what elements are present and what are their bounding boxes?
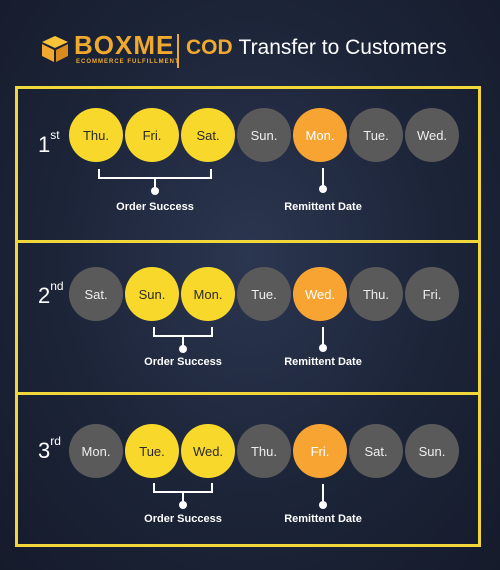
brand-tagline: ECOMMERCE FULFILLMENT [76, 59, 180, 65]
day-circle: Sun. [237, 108, 291, 162]
brand-name: BOXME [74, 30, 175, 60]
day-circle: Thu. [349, 267, 403, 321]
title-cod: COD [186, 36, 233, 59]
order-stem [182, 493, 184, 503]
remittent-date-label: Remittent Date [284, 201, 362, 213]
day-circle: Tue. [125, 424, 179, 478]
remit-dot [319, 501, 327, 509]
box-logo-icon [42, 36, 68, 62]
day-circle: Tue. [349, 108, 403, 162]
day-circle: Thu. [69, 108, 123, 162]
title-rest: Transfer to Customers [238, 36, 447, 59]
day-circle: Sun. [405, 424, 459, 478]
order-success-label: Order Success [144, 513, 222, 525]
page-title: COD Transfer to Customers [186, 36, 447, 60]
day-circle: Sun. [125, 267, 179, 321]
ordinal-2: 2nd [38, 279, 64, 308]
day-circle: Sat. [181, 108, 235, 162]
remit-stem [322, 168, 324, 186]
day-circle: Mon. [69, 424, 123, 478]
order-dot [179, 501, 187, 509]
day-circle: Mon. [181, 267, 235, 321]
day-circle: Sat. [349, 424, 403, 478]
header-divider [177, 34, 179, 68]
day-circle: Fri. [405, 267, 459, 321]
remit-dot [319, 344, 327, 352]
order-bracket [153, 327, 213, 337]
day-circle: Wed. [293, 267, 347, 321]
day-circle: Wed. [181, 424, 235, 478]
order-success-label: Order Success [144, 356, 222, 368]
day-circle: Thu. [237, 424, 291, 478]
remittent-date-label: Remittent Date [284, 356, 362, 368]
ordinal-1: 1st [38, 128, 60, 157]
remittent-date-label: Remittent Date [284, 513, 362, 525]
ordinal-3: 3rd [38, 434, 61, 463]
order-bracket [153, 483, 213, 493]
day-circle: Sat. [69, 267, 123, 321]
order-bracket [98, 169, 212, 179]
header: BOXME ECOMMERCE FULFILLMENT COD Transfer… [0, 28, 500, 72]
schedule-panel-1: 1st Thu. Fri. Sat. Sun. Mon. Tue. Wed. O… [15, 86, 481, 243]
schedule-panel-2: 2nd Sat. Sun. Mon. Tue. Wed. Thu. Fri. O… [15, 240, 481, 395]
remit-stem [322, 327, 324, 345]
order-stem [182, 337, 184, 347]
day-circle: Mon. [293, 108, 347, 162]
day-circle: Fri. [293, 424, 347, 478]
remit-dot [319, 185, 327, 193]
order-dot [179, 345, 187, 353]
order-dot [151, 187, 159, 195]
schedule-panel-3: 3rd Mon. Tue. Wed. Thu. Fri. Sat. Sun. O… [15, 392, 481, 547]
order-success-label: Order Success [116, 201, 194, 213]
remit-stem [322, 484, 324, 502]
order-stem [154, 179, 156, 189]
day-circle: Fri. [125, 108, 179, 162]
day-circle: Wed. [405, 108, 459, 162]
day-circle: Tue. [237, 267, 291, 321]
